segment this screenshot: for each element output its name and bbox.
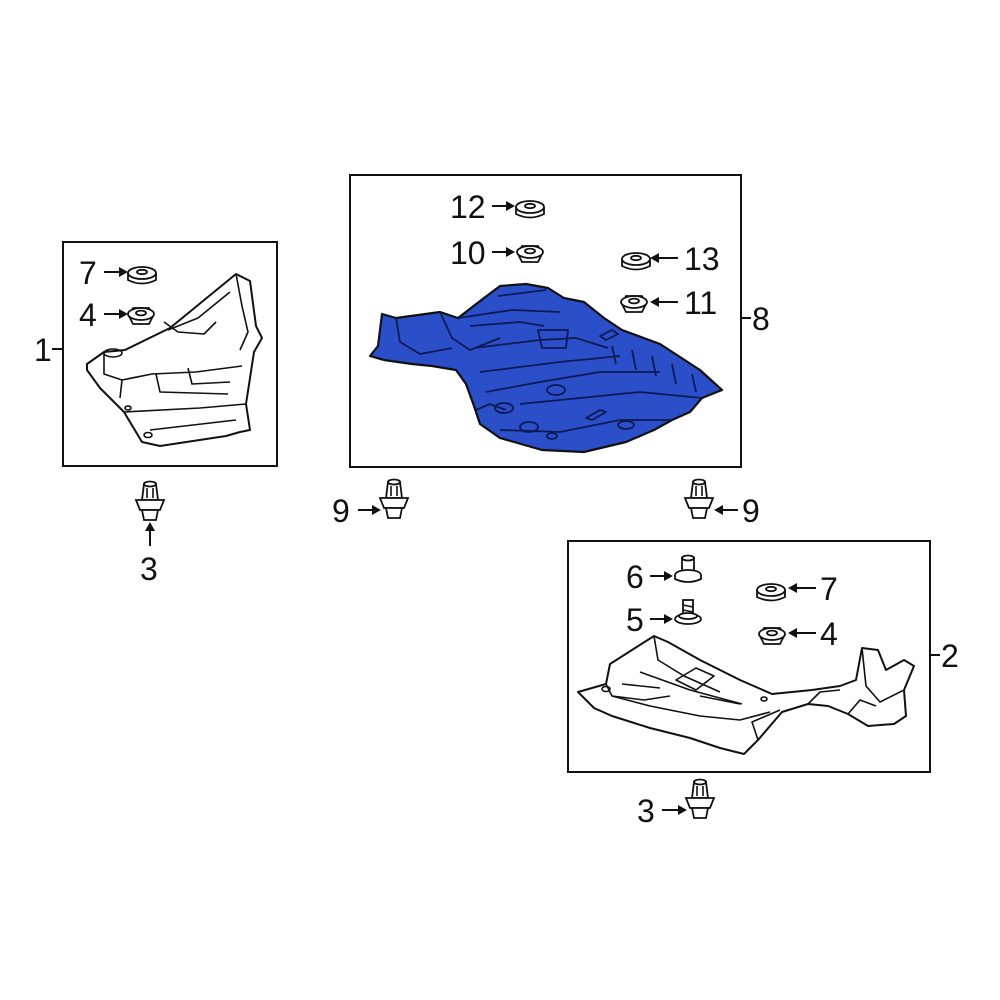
callout-center-nut-12: 12 <box>450 189 486 225</box>
center-right-clip <box>684 478 714 519</box>
callout-center-shield: 8 <box>752 301 770 337</box>
right-box-bolt <box>674 554 702 583</box>
callout-right-box-nut: 4 <box>820 616 838 652</box>
callout-center-nut-10: 10 <box>450 235 486 271</box>
callout-right-bottom-clip: 3 <box>637 793 655 829</box>
center-shield-box <box>349 174 742 468</box>
right-box-screw <box>674 599 702 625</box>
center-left-clip <box>379 478 409 519</box>
left-bottom-clip <box>135 480 165 521</box>
callout-right-box-screw: 5 <box>626 602 644 638</box>
callout-center-nut-11: 11 <box>684 285 717 321</box>
left-box-nut <box>127 307 155 325</box>
callout-center-left-clip: 9 <box>332 493 350 529</box>
right-box-nut <box>758 627 786 645</box>
callout-left-shield: 1 <box>34 332 52 368</box>
center-nut-12 <box>515 200 545 219</box>
right-box-grommet <box>756 583 786 602</box>
center-nut-10 <box>516 245 544 263</box>
callout-left-box-grommet: 7 <box>79 255 97 291</box>
left-splash-shield <box>86 273 263 447</box>
callout-center-nut-13: 13 <box>684 241 720 277</box>
callout-left-bottom-clip: 3 <box>140 551 158 587</box>
right-splash-shield <box>577 635 915 755</box>
center-nut-13 <box>621 252 651 271</box>
right-bottom-clip <box>685 778 715 819</box>
left-box-grommet <box>127 266 157 285</box>
left-shield-box <box>62 241 278 467</box>
callout-left-box-nut: 4 <box>79 297 97 333</box>
callout-right-box-bolt: 6 <box>626 559 644 595</box>
center-nut-11 <box>620 295 648 313</box>
right-shield-box <box>567 540 931 773</box>
callout-right-box-grommet: 7 <box>820 571 838 607</box>
callout-center-right-clip: 9 <box>742 493 760 529</box>
center-engine-under-cover <box>368 282 724 454</box>
callout-right-shield: 2 <box>941 638 959 674</box>
